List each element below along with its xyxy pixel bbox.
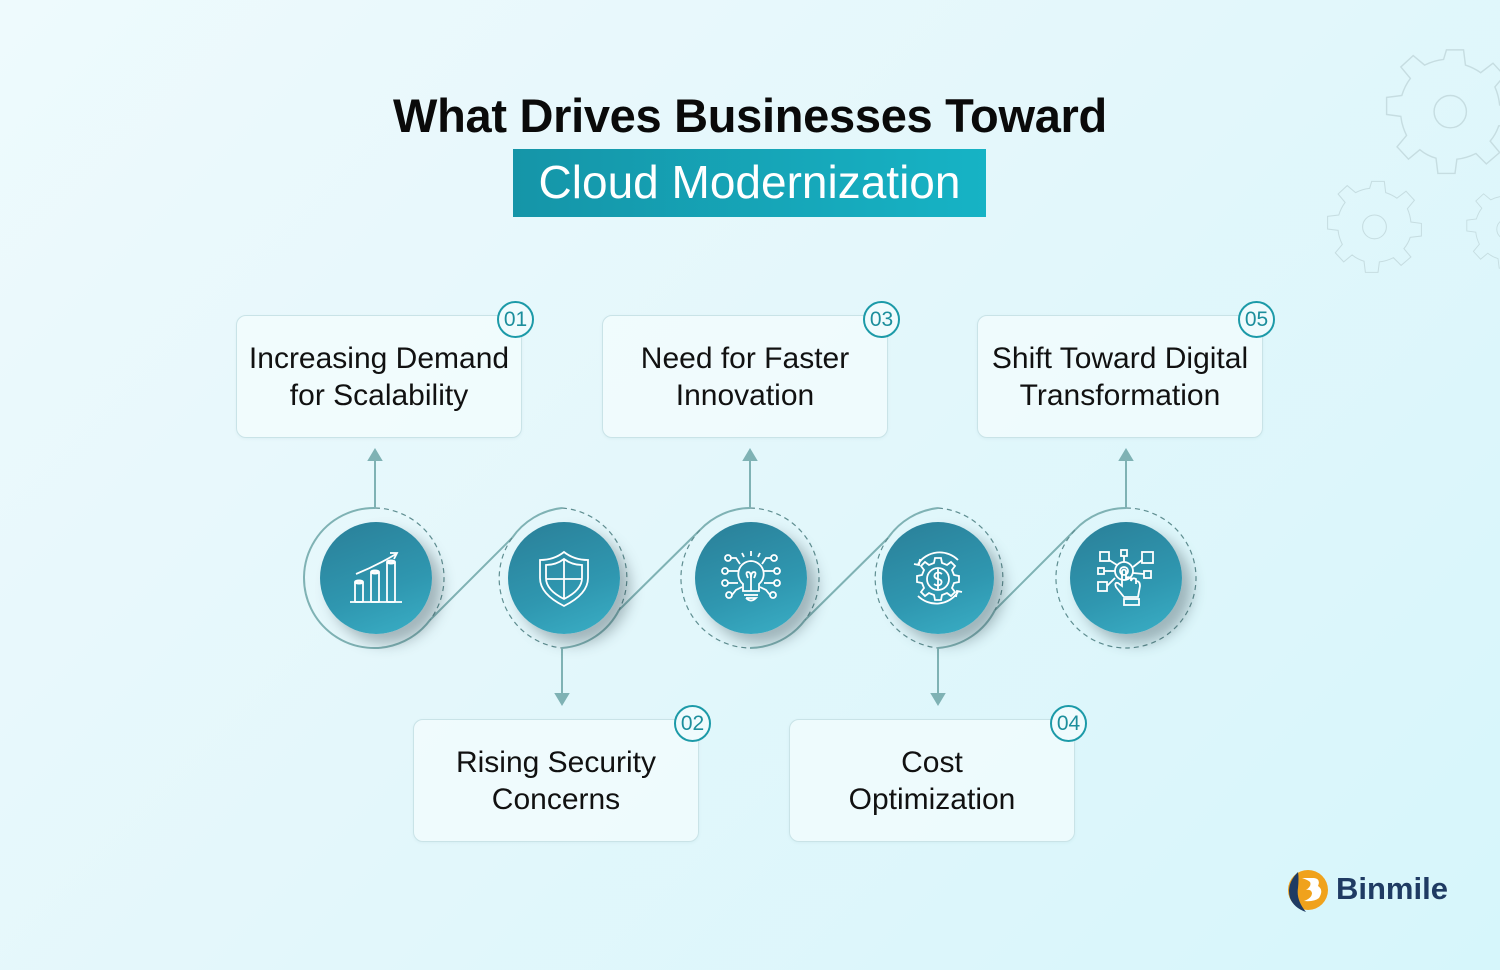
step-badge-05: 05 — [1238, 301, 1275, 338]
card-text: Concerns — [491, 782, 621, 816]
dollar-gear-cycle-icon — [913, 551, 963, 605]
lightbulb-circuit-icon — [721, 551, 781, 602]
card-text: for Scalability — [289, 378, 469, 412]
card-text: Optimization — [848, 782, 1016, 816]
driver-node-05 — [1070, 522, 1182, 634]
card-text: Shift Toward Digital — [991, 341, 1249, 375]
step-badge-01: 01 — [497, 301, 534, 338]
gear-icon — [1466, 189, 1500, 269]
dashed-orbit — [374, 507, 1197, 649]
card-text: Rising Security — [455, 745, 657, 779]
hand-touch-network-icon — [1097, 549, 1154, 606]
card-text: Need for Faster — [640, 341, 850, 375]
card-text: Transformation — [1019, 378, 1221, 412]
binmile-logo-icon — [1288, 870, 1328, 912]
driver-node-03 — [695, 522, 807, 634]
gear-icon — [1327, 180, 1422, 273]
flow-connector — [303, 506, 1127, 649]
page-title: What Drives Businesses Toward — [393, 89, 1107, 142]
step-badge-03: 03 — [863, 301, 900, 338]
card-text: Innovation — [675, 378, 815, 412]
card-text: Cost — [901, 745, 963, 779]
brand-name: Binmile — [1336, 871, 1448, 906]
driver-node-02 — [508, 522, 620, 634]
title-highlight: Cloud Modernization — [513, 149, 986, 217]
step-badge-02: 02 — [674, 705, 711, 742]
brand-logo: Binmile — [1284, 864, 1448, 914]
bar-chart-growth-icon — [350, 552, 402, 603]
shield-icon — [539, 550, 589, 608]
arrow-connectors — [367, 448, 1134, 706]
card-text: Increasing Demand — [248, 341, 510, 375]
driver-node-01 — [320, 522, 432, 634]
driver-node-04 — [882, 522, 994, 634]
step-badge-04: 04 — [1050, 705, 1087, 742]
